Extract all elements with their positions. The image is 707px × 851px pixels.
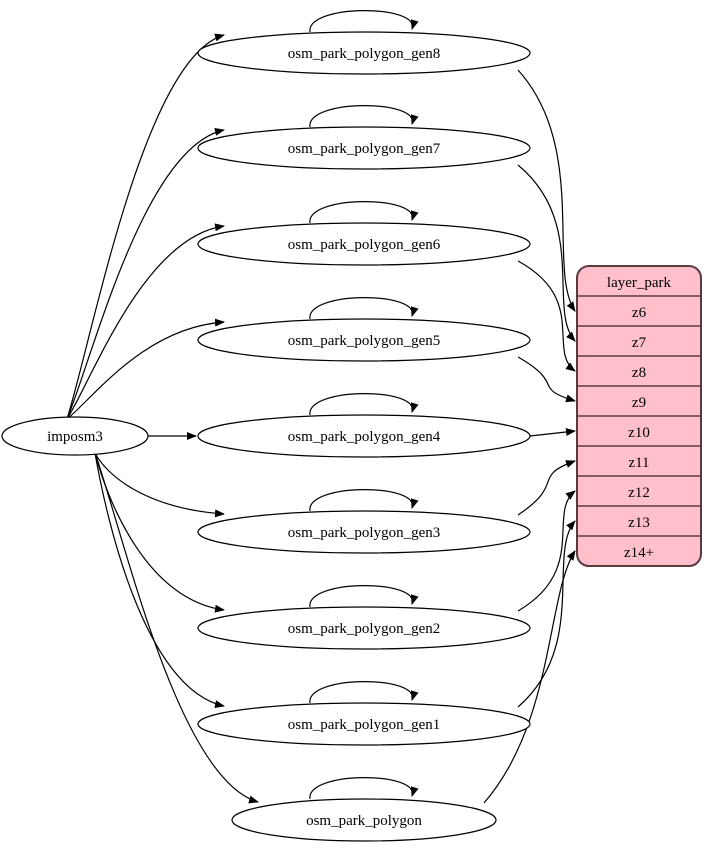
table-row-z6[interactable]: z6 (632, 305, 647, 321)
edge-imposm3-gen8 (66, 33, 225, 420)
edge-gen4-z10 (529, 428, 576, 437)
self-loop-gen3 (309, 489, 419, 512)
self-loop-gen5 (309, 297, 419, 320)
edge-imposm3-base (94, 452, 259, 804)
node-gen3[interactable] (197, 510, 531, 554)
table-row-z12[interactable]: z12 (628, 485, 650, 501)
edge-gen1-z13 (517, 520, 576, 708)
table-row-z14+[interactable]: z14+ (624, 545, 654, 561)
node-gen1-label: osm_park_polygon_gen1 (288, 717, 440, 733)
node-gen4-label: osm_park_polygon_gen4 (288, 429, 441, 445)
edge-gen8-z6 (517, 69, 576, 312)
node-gen2-label: osm_park_polygon_gen2 (288, 621, 440, 637)
self-loop-gen1 (309, 681, 419, 704)
edge-gen6-z8 (517, 260, 576, 372)
node-gen4[interactable] (197, 414, 531, 458)
table-row-z10[interactable]: z10 (628, 425, 650, 441)
node-gen5[interactable] (197, 318, 531, 362)
edge-imposm3-gen3 (94, 452, 225, 518)
self-loop-gen2 (309, 585, 419, 608)
edge-imposm3-gen2 (94, 452, 225, 613)
table-row-z11[interactable]: z11 (628, 455, 649, 471)
table-row-z8[interactable]: z8 (632, 365, 646, 381)
table-row-z13[interactable]: z13 (628, 515, 650, 531)
self-loop-base (309, 777, 419, 800)
node-gen8[interactable] (197, 31, 531, 75)
node-gen8-label: osm_park_polygon_gen8 (288, 46, 440, 62)
node-gen7-label: osm_park_polygon_gen7 (288, 141, 441, 157)
edge-gen2-z12 (517, 490, 576, 612)
node-imposm3-label: imposm3 (47, 429, 103, 445)
layer-park-header: layer_park (607, 275, 672, 291)
self-loop-gen6 (309, 201, 419, 224)
layer-park-table: layer_park z6 z7 z8 z9 z10 z11 z12 z13 z14+ (576, 265, 702, 567)
table-row-z9[interactable]: z9 (632, 395, 646, 411)
nodes-layer: imposm3 osm_park_polygon_gen8 osm_park_pol… (1, 31, 531, 842)
table-row-z7[interactable]: z7 (632, 335, 647, 351)
node-gen6-label: osm_park_polygon_gen6 (288, 237, 441, 253)
node-gen6[interactable] (197, 222, 531, 266)
edge-gen5-z9 (517, 356, 576, 403)
node-gen7[interactable] (197, 126, 531, 170)
self-loop-gen4 (309, 393, 419, 416)
node-base[interactable] (231, 798, 497, 842)
edge-imposm3-gen7 (66, 128, 225, 420)
edge-gen7-z7 (517, 164, 576, 342)
node-base-label: osm_park_polygon (306, 813, 422, 829)
edge-imposm3-gen1 (94, 452, 225, 708)
self-loop-gen8 (309, 10, 419, 33)
node-gen1[interactable] (197, 702, 531, 746)
edge-imposm3-gen6 (66, 223, 225, 420)
node-gen3-label: osm_park_polygon_gen3 (288, 525, 440, 541)
node-gen2[interactable] (197, 606, 531, 650)
node-imposm3[interactable] (1, 416, 149, 456)
edge-base-z14+ (483, 550, 576, 804)
self-loop-gen7 (309, 105, 419, 128)
edges-layer (66, 10, 576, 804)
edge-gen3-z11 (517, 460, 576, 516)
edge-imposm3-gen5 (66, 318, 225, 420)
node-gen5-label: osm_park_polygon_gen5 (288, 333, 440, 349)
